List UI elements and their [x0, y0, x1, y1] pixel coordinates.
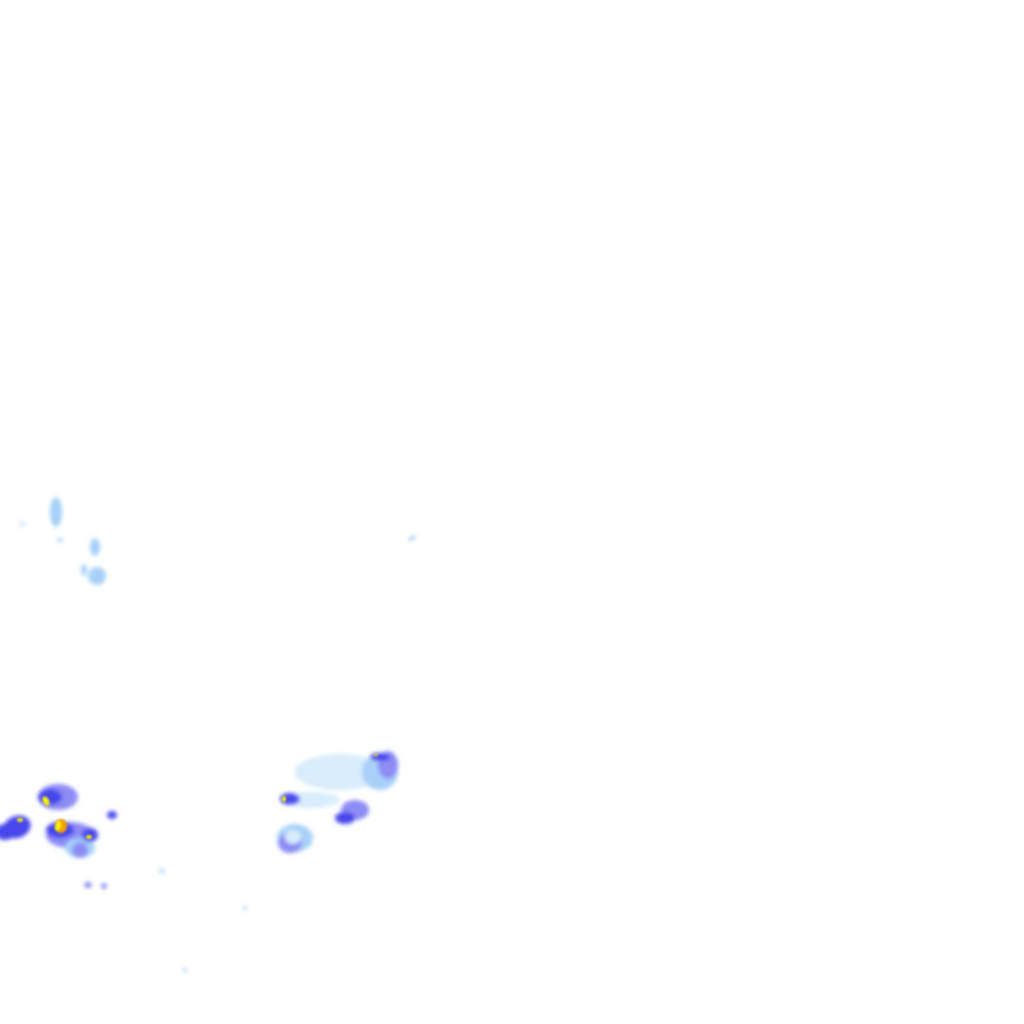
precip-cell-light: [88, 567, 106, 585]
precip-cell-light: [159, 869, 165, 873]
precip-cell-heavy: [280, 793, 300, 805]
precip-cell-intense: [86, 835, 92, 839]
precip-cell-very-light: [295, 754, 385, 790]
precip-cell-heavy: [335, 812, 355, 824]
precip-cell-heavy: [82, 828, 98, 842]
precip-cell-medium: [72, 842, 88, 858]
precip-cell-heavy: [38, 789, 62, 805]
precip-cell-heavy: [107, 811, 117, 819]
precip-cell-intense: [374, 754, 378, 756]
precip-cell-medium: [101, 883, 107, 889]
precip-cell-light: [243, 906, 247, 910]
precip-cell-light: [81, 564, 87, 576]
precip-cell-light: [57, 538, 63, 542]
precip-cell-medium: [84, 882, 92, 888]
precip-cell-light: [90, 538, 100, 556]
precip-cell-intense: [17, 818, 23, 822]
precip-cell-intense: [42, 796, 50, 806]
precip-cell-light: [20, 522, 24, 526]
precip-cell-intense: [282, 796, 286, 802]
precip-cell-light: [183, 968, 187, 972]
precip-cell-heavy: [370, 753, 390, 761]
precip-cell-intense: [54, 821, 62, 831]
precip-cell-very-light: [285, 830, 301, 844]
precip-cell-light: [50, 497, 62, 527]
precip-cell-light: [408, 535, 416, 541]
precip-cell-heavy: [0, 824, 15, 840]
